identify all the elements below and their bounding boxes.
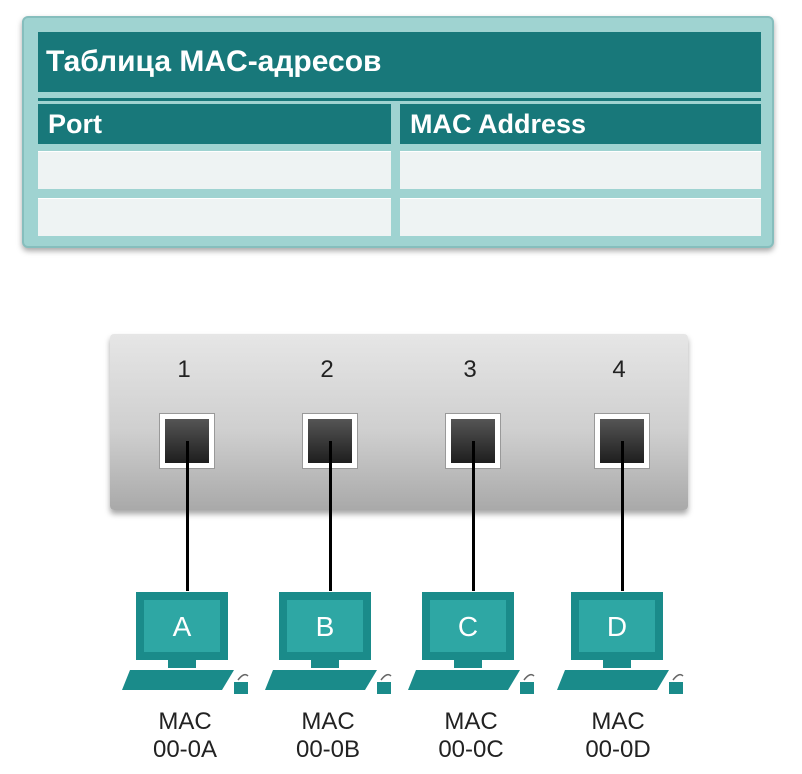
computer-c: C <box>408 590 538 700</box>
mac-table-title: Таблица MAC-адресов <box>38 32 761 92</box>
port-number-2: 2 <box>320 356 334 383</box>
computer-b: B <box>265 590 395 700</box>
computer-icon <box>408 592 535 694</box>
column-header-mac-address: MAC Address <box>400 104 761 144</box>
host-mac-label-a: MAC 00-0A <box>120 708 250 764</box>
computer-a: A <box>122 590 252 700</box>
host-mac-label-c: MAC 00-0C <box>406 708 536 764</box>
port-number-1: 1 <box>177 356 191 383</box>
divider <box>38 98 761 101</box>
cable-d <box>621 441 624 591</box>
mac-caption: MAC <box>158 708 212 735</box>
port-number-4: 4 <box>612 356 626 383</box>
mac-address-value: 00-0C <box>438 736 504 763</box>
computer-d: D <box>557 590 687 700</box>
mac-caption: MAC <box>591 708 645 735</box>
host-mac-label-b: MAC 00-0B <box>263 708 393 764</box>
mac-address-value: 00-0B <box>295 736 361 763</box>
table-cell-port <box>38 198 391 236</box>
port-number-3: 3 <box>463 356 477 383</box>
table-cell-mac <box>400 198 761 236</box>
computer-icon <box>265 592 392 694</box>
mac-table-panel: Таблица MAC-адресов Port MAC Address <box>22 16 774 248</box>
host-mac-label-d: MAC 00-0D <box>553 708 683 764</box>
computer-label: D <box>606 611 628 642</box>
cable-c <box>472 441 475 591</box>
computer-label: B <box>315 611 335 642</box>
table-cell-port <box>38 151 391 189</box>
computer-label: C <box>457 611 479 642</box>
table-cell-mac <box>400 151 761 189</box>
mac-caption: MAC <box>301 708 355 735</box>
mac-address-value: 00-0D <box>585 736 651 763</box>
column-header-port: Port <box>38 104 391 144</box>
mac-caption: MAC <box>444 708 498 735</box>
computer-icon <box>557 592 684 694</box>
computer-label: A <box>172 611 192 642</box>
computer-icon <box>122 592 249 694</box>
cable-b <box>329 441 332 591</box>
mac-address-value: 00-0A <box>152 736 218 763</box>
cable-a <box>186 441 189 591</box>
